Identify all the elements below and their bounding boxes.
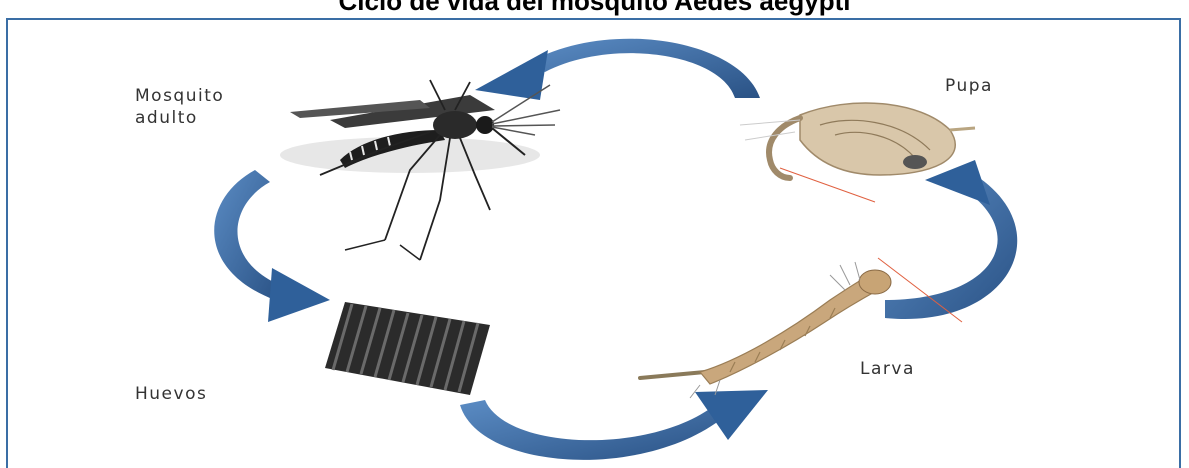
label-pupa: Pupa [945,75,993,97]
adult-mosquito-illustration [280,80,560,260]
eggs-illustration [325,302,490,395]
label-adult-line2: adulto [135,107,224,129]
cycle-arrow-larva-to-pupa [885,160,1017,319]
label-adult-mosquito: Mosquito adulto [135,85,224,129]
label-eggs: Huevos [135,383,207,405]
cycle-arrow-pupa-to-adult [475,39,760,100]
label-adult-line1: Mosquito [135,85,224,107]
cycle-arrow-adult-to-eggs [214,170,330,322]
cycle-arrow-eggs-to-larva [460,390,768,460]
label-larva: Larva [860,358,915,380]
pupa-illustration [740,103,975,202]
